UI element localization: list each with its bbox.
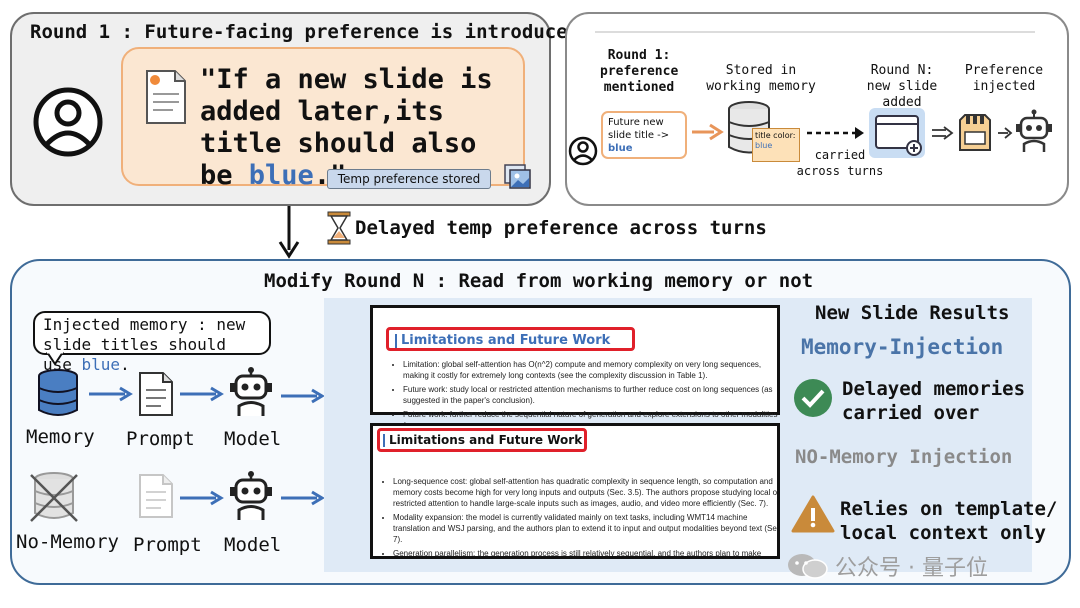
slide-without-memory: Limitations and Future Work Long-sequenc…: [370, 423, 780, 559]
memory-label: Memory: [26, 426, 95, 448]
image-stack-icon: [504, 164, 531, 189]
warning-icon: [791, 495, 835, 533]
arrow-prompt-model: [180, 386, 224, 402]
flow-arrow-2: [932, 126, 954, 140]
flow-step4-label: Preference injected: [964, 63, 1044, 94]
prompt-label-2: Prompt: [133, 534, 202, 556]
round1-title: Round 1 : Future-facing preference is in…: [30, 21, 580, 43]
quote-bubble: [121, 47, 525, 186]
preference-quote: "If a new slide is added later,its title…: [200, 64, 493, 191]
arrow-model-doc1: [281, 388, 325, 404]
memory-card-icon: [959, 114, 991, 151]
results-title: New Slide Results: [815, 302, 1010, 324]
slide2-bullet: Generation parallelism: the generation p…: [393, 548, 777, 556]
hourglass-icon: [327, 211, 351, 245]
speech-tail: [46, 352, 64, 366]
prompt-label-1: Prompt: [126, 428, 195, 450]
document-icon: [146, 70, 186, 124]
flow-arrow-1: [692, 123, 724, 141]
prompt-doc-icon-faded: [139, 474, 173, 518]
small-user-icon: [568, 136, 598, 166]
down-arrow: [278, 206, 300, 259]
model-robot-icon: [230, 367, 272, 416]
no-memory-injection-label: NO-Memory Injection: [795, 446, 1013, 468]
slide1-bullet: Limitation: global self-attention has O(…: [403, 359, 783, 381]
model-robot-icon-2: [230, 471, 272, 520]
watermark: 公众号 · 量子位: [835, 556, 988, 581]
injected-memory-bubble: Injected memory : new slide titles shoul…: [33, 311, 271, 374]
slide-with-memory: Limitations and Future Work Limitation: …: [370, 305, 783, 430]
flow-divider: [595, 31, 1035, 33]
slide2-bullets: Long-sequence cost: global self-attentio…: [379, 476, 777, 556]
no-memory-db-icon: [30, 472, 78, 522]
memory-injection-label: Memory-Injection: [801, 335, 1004, 359]
flow-step3-label: Round N: new slide added: [866, 63, 938, 110]
arrow-prompt-model-2: [180, 490, 224, 506]
flow-panel: [565, 12, 1069, 206]
title-highlight-2: [377, 428, 587, 452]
robot-icon-small: [1016, 109, 1052, 152]
flow-arrow-3: [998, 127, 1013, 139]
carried-label: carried across turns: [796, 148, 884, 178]
no-memory-label: No-Memory: [16, 531, 119, 553]
memory-db-icon: [38, 369, 78, 416]
slide2-bullet: Long-sequence cost: global self-attentio…: [393, 476, 777, 509]
memory-result-text: Delayed memories carried over: [842, 378, 1026, 424]
prompt-doc-icon: [139, 372, 173, 416]
delay-label: Delayed temp preference across turns: [355, 217, 767, 239]
wechat-icon: [788, 554, 828, 579]
flow-step2-label: Stored in working memory: [706, 63, 816, 94]
slide2-title: Limitations and Future Work: [383, 434, 582, 447]
temp-preference-tag: Temp preference stored: [327, 169, 491, 189]
flow-step1-label: Round 1: preference mentioned: [600, 48, 679, 95]
new-slide-icon: [875, 115, 922, 156]
user-avatar-icon: [33, 87, 103, 157]
slide1-bullet: Future work: study local or restricted a…: [403, 384, 783, 406]
future-title-bubble: Future new slide title ->blue: [601, 111, 687, 159]
dashed-arrow: [807, 127, 864, 139]
model-label-1: Model: [224, 428, 282, 450]
check-icon: [794, 379, 832, 417]
memory-sticky-note: title color:blue: [752, 128, 800, 162]
arrow-model-doc2: [281, 490, 325, 506]
title-highlight-1: [386, 327, 635, 351]
modify-title: Modify Round N : Read from working memor…: [264, 270, 814, 292]
arrow-memory-prompt: [89, 386, 133, 402]
slide1-title: Limitations and Future Work: [395, 334, 610, 348]
no-memory-result-text: Relies on template/ local context only: [840, 498, 1058, 544]
model-label-2: Model: [224, 534, 282, 556]
slide2-bullet: Modality expansion: the model is current…: [393, 512, 777, 545]
